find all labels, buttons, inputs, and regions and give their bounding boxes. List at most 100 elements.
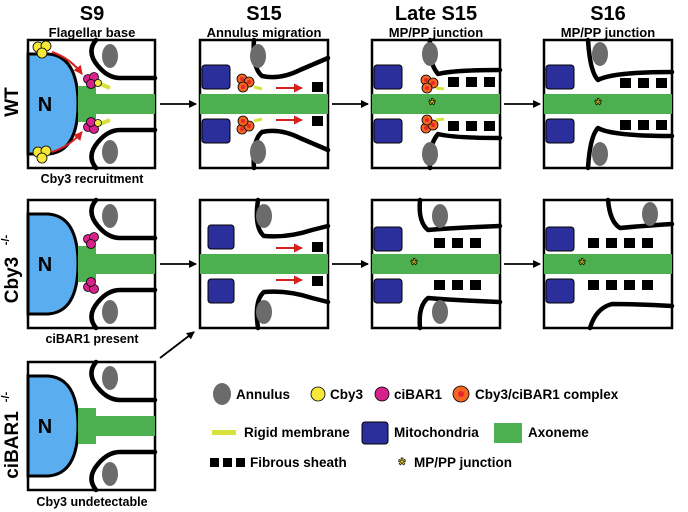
cibar1-cluster [83, 117, 102, 134]
stage-subtitle: MP/PP junction [561, 25, 655, 40]
junction-marker: * [411, 255, 418, 274]
panel-wt-late-s15: * [370, 37, 503, 171]
row-caption-wt: Cby3 recruitment [41, 172, 145, 186]
annulus [102, 366, 118, 390]
progression-arrow [159, 331, 195, 359]
fibrous-sheath-block [312, 276, 323, 286]
nucleus-label: N [38, 254, 52, 276]
axoneme [544, 94, 672, 114]
rigid-membrane [253, 117, 263, 123]
axoneme [200, 254, 328, 274]
legend-junction-swatch: * [398, 455, 405, 475]
annulus [256, 300, 272, 324]
annulus [432, 204, 448, 228]
annulus [102, 300, 118, 324]
legend-rigid-membrane-swatch [212, 430, 236, 435]
legend-rigid-membrane-label: Rigid membrane [244, 425, 350, 440]
basal-body [78, 246, 96, 282]
stage-header-s16: S16 MP/PP junction [561, 3, 655, 40]
stage-title: S9 [80, 3, 104, 25]
fibrous-sheath-block [312, 116, 323, 126]
cby3-cluster [32, 40, 52, 59]
annulus [102, 140, 118, 164]
membrane-lower [417, 295, 503, 331]
legend-fibrous-sheath-swatch [210, 458, 245, 467]
mitochondrion [373, 64, 403, 90]
row-label-superscript: -/- [0, 391, 12, 402]
fibrous-sheath-block [312, 82, 323, 92]
axoneme [96, 254, 155, 274]
stage-title: S16 [590, 3, 626, 25]
stage-header-s9: S9 Flagellar base [49, 3, 136, 40]
legend-annulus-swatch [213, 383, 231, 405]
cby3-cluster [32, 145, 52, 164]
rigid-membrane [99, 82, 111, 90]
legend-axoneme-label: Axoneme [528, 425, 589, 440]
panel-cby3-s16: * [542, 197, 675, 331]
stage-title: S15 [246, 3, 282, 25]
legend-complex-swatch [452, 385, 470, 403]
junction-marker: * [429, 95, 436, 114]
nucleus-label: N [38, 94, 52, 116]
legend-mitochondria-swatch [361, 421, 389, 445]
mitochondrion [373, 118, 403, 144]
cibar1-cluster [83, 232, 99, 249]
legend-cibar1-swatch [374, 386, 390, 402]
mitochondrion [545, 226, 575, 252]
complex-cluster [420, 114, 439, 134]
annulus [432, 300, 448, 324]
legend-junction-label: MP/PP junction [414, 455, 512, 470]
axoneme [372, 94, 500, 114]
panel-cibar1-s9: N [26, 359, 158, 493]
legend: Annulus Cby3 ciBAR1 Cby3/ciBAR1 complex … [210, 383, 619, 475]
mitochondrion [207, 224, 235, 250]
axoneme [96, 416, 155, 436]
rigid-membrane [253, 85, 263, 91]
row-label-wt: WT [2, 87, 23, 117]
axoneme [96, 94, 155, 114]
basal-body [78, 408, 96, 444]
junction-marker: * [595, 95, 602, 114]
row-label-text: Cby3 [2, 257, 23, 303]
panel-wt-s15 [198, 37, 331, 171]
membrane-lower [587, 301, 675, 331]
mitochondrion [201, 118, 231, 144]
annulus [592, 142, 608, 166]
mitochondrion [545, 278, 575, 304]
axoneme [200, 94, 328, 114]
row-caption-cibar1: Cby3 undetectable [36, 495, 147, 509]
annulus [422, 42, 438, 66]
annulus [592, 42, 608, 66]
row-caption-cby3: ciBAR1 present [45, 332, 139, 346]
legend-annulus-label: Annulus [236, 387, 290, 402]
junction-marker: * [579, 255, 586, 274]
nucleus-label: N [38, 416, 52, 438]
row-label-superscript: -/- [0, 234, 12, 245]
annulus [102, 204, 118, 228]
mitochondrion [545, 118, 575, 144]
legend-cibar1-label: ciBAR1 [394, 387, 443, 402]
recruitment-arrow [51, 51, 83, 75]
annulus [102, 462, 118, 486]
membrane-upper [585, 37, 675, 83]
annulus [102, 44, 118, 68]
legend-fibrous-sheath-label: Fibrous sheath [250, 455, 347, 470]
rigid-membrane [435, 86, 445, 91]
panel-cby3-s9: N [26, 197, 158, 331]
membrane-upper [417, 197, 503, 233]
membrane-lower [89, 127, 158, 171]
axoneme [372, 254, 500, 274]
row-label-text: ciBAR1 [2, 411, 23, 479]
axoneme [544, 254, 672, 274]
panel-wt-s9: N [26, 37, 158, 171]
mitochondrion [545, 64, 575, 90]
membrane-upper [89, 359, 158, 403]
row-label-cibar1: ciBAR1 -/- [0, 391, 23, 478]
panel-wt-s16: * [542, 37, 675, 171]
membrane-upper [89, 197, 158, 241]
legend-axoneme-swatch [494, 423, 522, 443]
mitochondrion [207, 278, 235, 304]
fibrous-sheath-block [312, 242, 323, 252]
stage-title: Late S15 [395, 3, 477, 25]
legend-cby3-swatch [310, 386, 326, 402]
